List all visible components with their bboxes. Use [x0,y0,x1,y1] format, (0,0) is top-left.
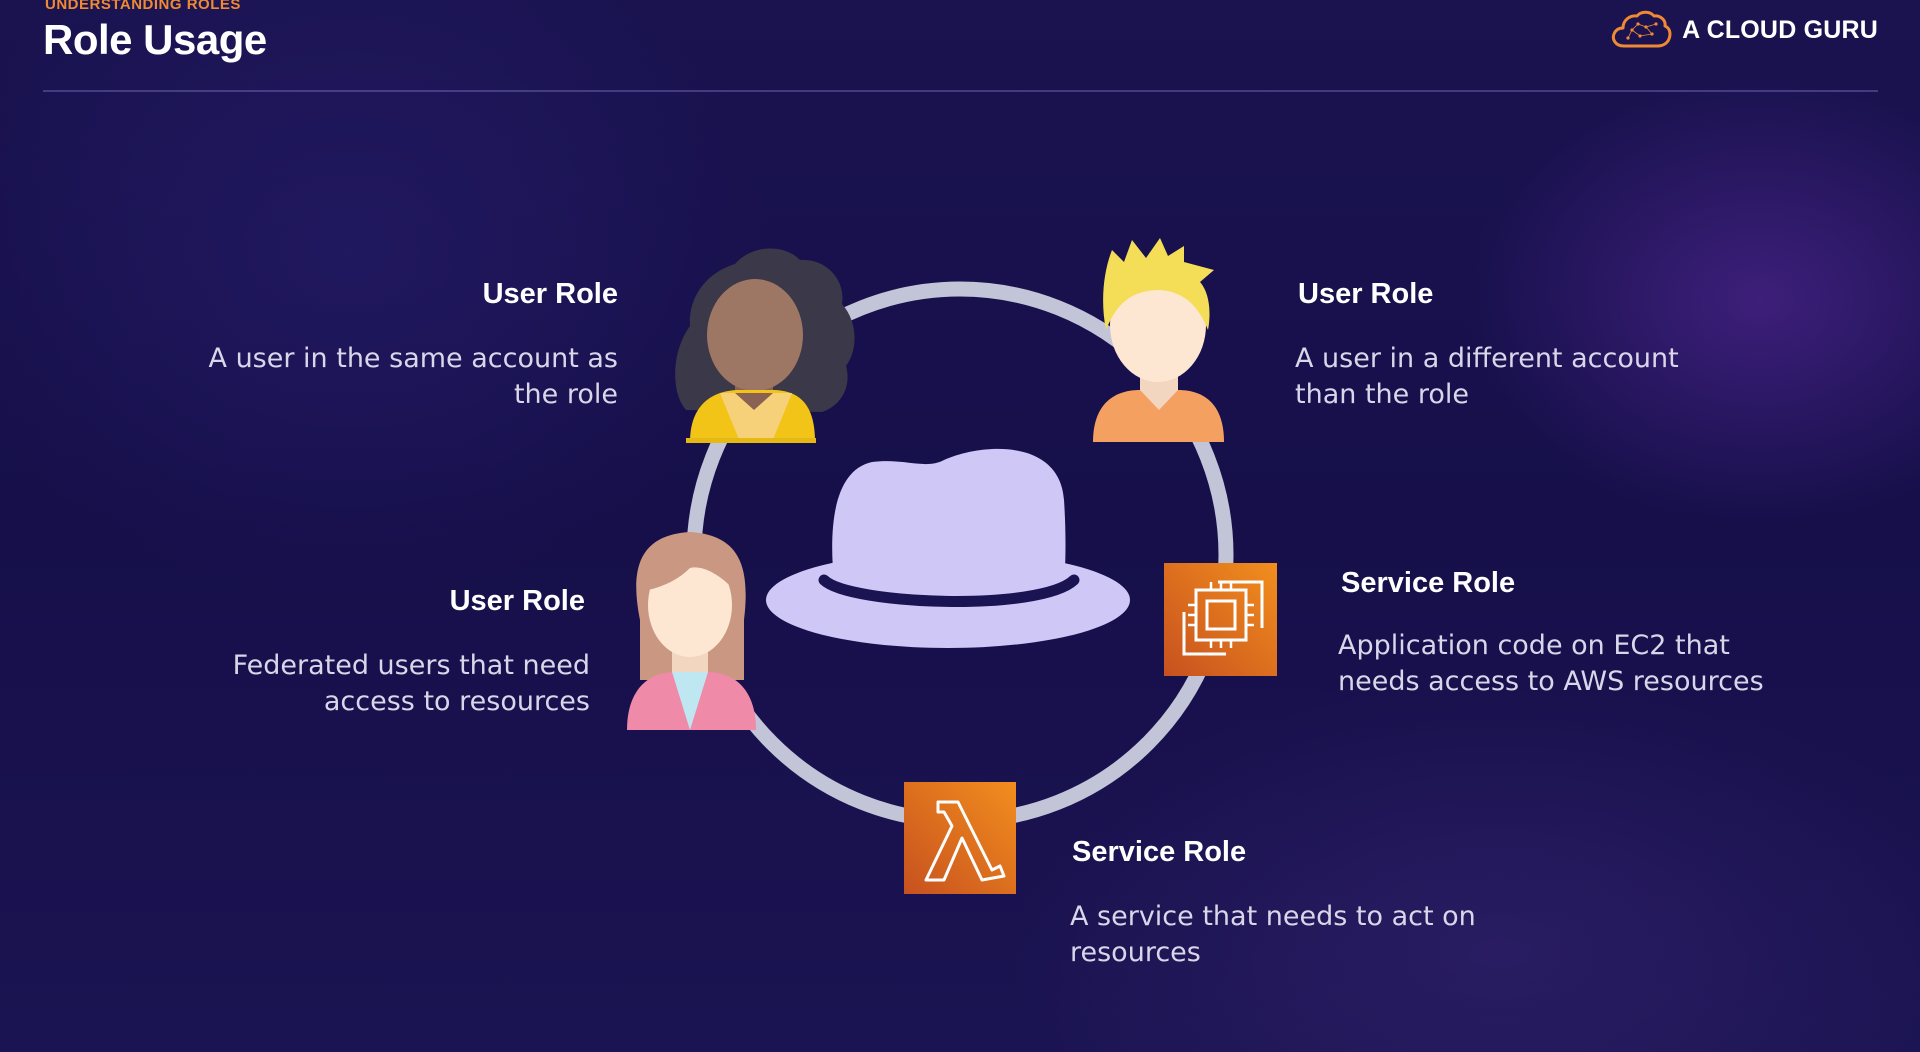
cloud-logo-icon [1612,10,1672,48]
role-title: Service Role [1072,836,1247,868]
user-long-hair-icon [627,532,756,730]
role-description: Application code on EC2 that needs acces… [1338,630,1764,697]
role-label-ec2-service: Service Role Application code on EC2 tha… [1338,567,1778,700]
hat-icon [766,448,1130,648]
user-blonde-icon [1093,238,1224,442]
role-description: A user in the same account as the role [208,343,618,410]
role-title: User Role [482,278,618,310]
brand-logo: A CLOUD GURU [1610,10,1878,50]
role-label-federated-users: User Role Federated users that need acce… [180,585,590,720]
brand-name: A CLOUD GURU [1682,15,1878,44]
role-title: User Role [1298,278,1434,310]
role-description: A user in a different account than the r… [1295,343,1679,410]
lambda-icon [904,782,1016,894]
role-label-user-different-account: User Role A user in a different account … [1295,278,1725,413]
user-curly-hair-icon [675,248,855,443]
header-divider [43,90,1878,92]
page-title: Role Usage [43,16,267,63]
ec2-icon [1164,563,1277,676]
role-title: Service Role [1341,567,1516,599]
role-description: Federated users that need access to reso… [232,650,590,717]
section-eyebrow: UNDERSTANDING ROLES [45,0,241,13]
role-title: User Role [449,585,585,617]
role-description: A service that needs to act on resources [1070,901,1476,968]
role-label-lambda-service: Service Role A service that needs to act… [1070,836,1510,971]
role-label-user-same-account: User Role A user in the same account as … [160,278,618,413]
